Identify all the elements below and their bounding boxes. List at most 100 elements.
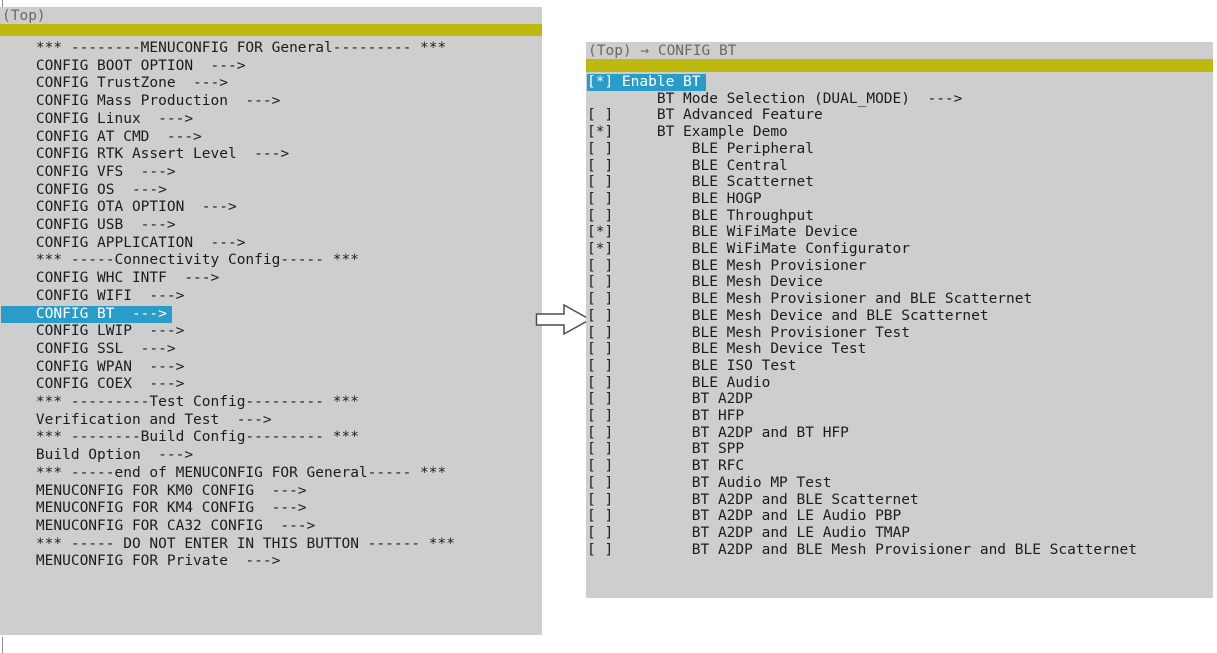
- menu-item[interactable]: MENUCONFIG FOR KM0 CONFIG --->: [1, 483, 542, 501]
- menu-item[interactable]: [ ] BT SPP: [587, 441, 1213, 458]
- menu-item[interactable]: [ ] BT RFC: [587, 458, 1213, 475]
- menu-item[interactable]: [*] BLE WiFiMate Configurator: [587, 241, 1213, 258]
- menu-item[interactable]: CONFIG OTA OPTION --->: [1, 199, 542, 217]
- menu-item-label: CONFIG Linux --->: [1, 110, 194, 127]
- separator-bar: [586, 59, 1213, 72]
- menu-item-label: [ ] BT A2DP and BLE Mesh Provisioner and…: [587, 541, 1137, 558]
- menu-item[interactable]: [*] BT Example Demo: [587, 124, 1213, 141]
- menu-item[interactable]: [ ] BLE Mesh Device Test: [587, 341, 1213, 358]
- menu-item-label: BT Mode Selection (DUAL_MODE) --->: [587, 90, 963, 107]
- menu-item[interactable]: [ ] BLE ISO Test: [587, 358, 1213, 375]
- right-arrow-icon: [535, 303, 592, 336]
- menu-item[interactable]: [ ] BT Audio MP Test: [587, 475, 1213, 492]
- menu-item[interactable]: CONFIG VFS --->: [1, 164, 542, 182]
- menu-item-label: [ ] BT Advanced Feature: [587, 107, 823, 124]
- menu-item-label: [ ] BLE Audio: [587, 374, 771, 391]
- menu-item-label: CONFIG WIFI --->: [1, 287, 185, 304]
- menu-item[interactable]: CONFIG TrustZone --->: [1, 75, 542, 93]
- menu-item-label: *** ---------Test Config--------- ***: [1, 394, 359, 411]
- menu-item[interactable]: CONFIG WPAN --->: [1, 359, 542, 377]
- menu-item-label: [ ] BT RFC: [587, 458, 745, 475]
- menu-item-label: [ ] BT HFP: [587, 408, 745, 425]
- page-border-top: [2, 0, 3, 7]
- menu-item[interactable]: [ ] BT Advanced Feature: [587, 107, 1213, 124]
- menu-item[interactable]: [ ] BT A2DP and BLE Scatternet: [587, 492, 1213, 509]
- menu-item[interactable]: Build Option --->: [1, 447, 542, 465]
- menu-item-label: *** -----Connectivity Config----- ***: [1, 252, 359, 269]
- menu-item-label: CONFIG BOOT OPTION --->: [1, 57, 246, 74]
- menu-item-label: [ ] BLE Scatternet: [587, 174, 814, 191]
- menu-item[interactable]: [ ] BT A2DP and LE Audio PBP: [587, 508, 1213, 525]
- menu-item[interactable]: CONFIG Linux --->: [1, 111, 542, 129]
- menu-item[interactable]: [ ] BT A2DP: [587, 391, 1213, 408]
- menu-item-label: [ ] BLE Mesh Provisioner Test: [587, 324, 911, 341]
- menu-item[interactable]: CONFIG BT --->: [1, 305, 542, 324]
- menu-item-label: [ ] BLE Mesh Provisioner and BLE Scatter…: [587, 291, 1033, 308]
- menu-item-label: CONFIG USB --->: [1, 217, 176, 234]
- menu-item[interactable]: CONFIG LWIP --->: [1, 323, 542, 341]
- menu-item-label: *** --------Build Config--------- ***: [1, 429, 359, 446]
- menu-item[interactable]: [*] Enable BT: [587, 74, 1213, 91]
- menu-item[interactable]: *** -----end of MENUCONFIG FOR General--…: [1, 465, 542, 483]
- menu-item-label: [ ] BT A2DP and BT HFP: [587, 424, 849, 441]
- menu-item[interactable]: CONFIG RTK Assert Level --->: [1, 146, 542, 164]
- menu-item[interactable]: *** ---------Test Config--------- ***: [1, 394, 542, 412]
- menu-item[interactable]: MENUCONFIG FOR CA32 CONFIG --->: [1, 518, 542, 536]
- menu-item-label: [ ] BLE Mesh Device Test: [587, 341, 867, 358]
- menu-item-label: [ ] BT A2DP and LE Audio TMAP: [587, 524, 911, 541]
- menu-item[interactable]: *** -----Connectivity Config----- ***: [1, 252, 542, 270]
- menu-item[interactable]: [ ] BLE Mesh Device: [587, 274, 1213, 291]
- menu-item-label: CONFIG APPLICATION --->: [1, 234, 246, 251]
- menu-item[interactable]: CONFIG AT CMD --->: [1, 129, 542, 147]
- menu-item-label: [ ] BLE Mesh Device: [587, 274, 823, 291]
- menu-item[interactable]: CONFIG COEX --->: [1, 376, 542, 394]
- menu-item[interactable]: [ ] BLE Mesh Provisioner and BLE Scatter…: [587, 291, 1213, 308]
- menu-item-label: CONFIG SSL --->: [1, 340, 176, 357]
- menu-item-label: [ ] BLE Mesh Device and BLE Scatternet: [587, 307, 989, 324]
- menu-item-label: [ ] BLE Throughput: [587, 207, 814, 224]
- menuconfig-general-panel: (Top) *** --------MENUCONFIG FOR General…: [0, 7, 542, 635]
- menu-item-label: CONFIG RTK Assert Level --->: [1, 146, 290, 163]
- menu-item[interactable]: MENUCONFIG FOR Private --->: [1, 553, 542, 571]
- menu-item[interactable]: CONFIG WIFI --->: [1, 288, 542, 306]
- menu-item-label: CONFIG BT --->: [1, 305, 172, 324]
- menu-item[interactable]: [ ] BLE HOGP: [587, 191, 1213, 208]
- menu-item[interactable]: [ ] BLE Peripheral: [587, 141, 1213, 158]
- menu-item[interactable]: CONFIG APPLICATION --->: [1, 235, 542, 253]
- menu-item-label: CONFIG COEX --->: [1, 376, 185, 393]
- menu-item[interactable]: [ ] BLE Central: [587, 158, 1213, 175]
- page-border-bottom: [2, 637, 3, 653]
- menu-item[interactable]: [ ] BLE Mesh Provisioner: [587, 258, 1213, 275]
- menu-item[interactable]: [*] BLE WiFiMate Device: [587, 224, 1213, 241]
- menu-item-label: [ ] BLE Peripheral: [587, 140, 814, 157]
- menu-item[interactable]: [ ] BLE Throughput: [587, 208, 1213, 225]
- menu-item-label: [*] BLE WiFiMate Device: [587, 224, 858, 241]
- menu-item[interactable]: *** --------Build Config--------- ***: [1, 429, 542, 447]
- menu-item-label: *** --------MENUCONFIG FOR General------…: [1, 40, 447, 56]
- menu-item[interactable]: CONFIG Mass Production --->: [1, 93, 542, 111]
- menu-item-label: *** ----- DO NOT ENTER IN THIS BUTTON --…: [1, 535, 455, 552]
- menu-item[interactable]: CONFIG WHC INTF --->: [1, 270, 542, 288]
- menu-item-label: Build Option --->: [1, 447, 194, 464]
- menu-item[interactable]: MENUCONFIG FOR KM4 CONFIG --->: [1, 500, 542, 518]
- menu-item[interactable]: *** --------MENUCONFIG FOR General------…: [1, 40, 542, 58]
- menu-item-label: Verification and Test --->: [1, 411, 272, 428]
- menu-item[interactable]: CONFIG USB --->: [1, 217, 542, 235]
- breadcrumb: (Top): [2, 8, 46, 24]
- menu-item[interactable]: [ ] BLE Mesh Provisioner Test: [587, 325, 1213, 342]
- menu-item[interactable]: [ ] BT HFP: [587, 408, 1213, 425]
- menu-item[interactable]: [ ] BT A2DP and BT HFP: [587, 425, 1213, 442]
- menu-item[interactable]: CONFIG OS --->: [1, 182, 542, 200]
- menu-item[interactable]: [ ] BLE Scatternet: [587, 174, 1213, 191]
- menu-item-label: [*] BT Example Demo: [587, 124, 788, 141]
- menu-item[interactable]: [ ] BLE Audio: [587, 375, 1213, 392]
- menu-item[interactable]: *** ----- DO NOT ENTER IN THIS BUTTON --…: [1, 536, 542, 554]
- menu-item[interactable]: Verification and Test --->: [1, 412, 542, 430]
- menu-item[interactable]: CONFIG BOOT OPTION --->: [1, 58, 542, 76]
- menu-item[interactable]: [ ] BLE Mesh Device and BLE Scatternet: [587, 308, 1213, 325]
- menu-item[interactable]: [ ] BT A2DP and LE Audio TMAP: [587, 525, 1213, 542]
- menu-item[interactable]: [ ] BT A2DP and BLE Mesh Provisioner and…: [587, 542, 1213, 559]
- menu-item[interactable]: BT Mode Selection (DUAL_MODE) --->: [587, 91, 1213, 108]
- menu-item-label: CONFIG VFS --->: [1, 163, 176, 180]
- menu-item[interactable]: CONFIG SSL --->: [1, 341, 542, 359]
